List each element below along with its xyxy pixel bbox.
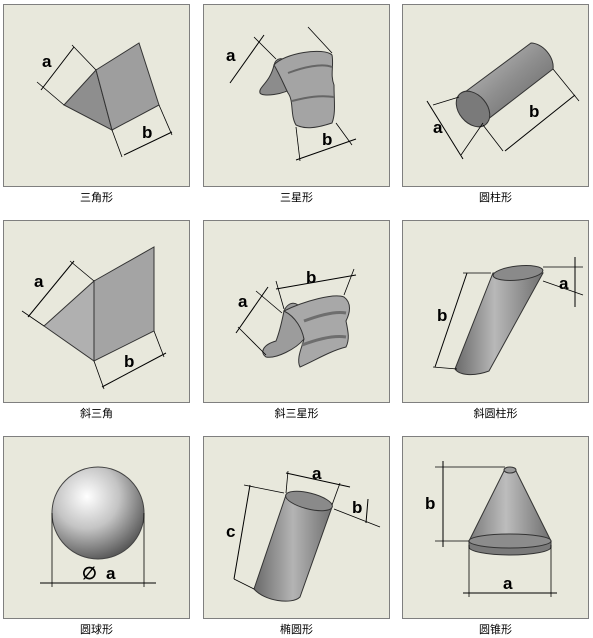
oblique-cylinder-diagram: b a bbox=[432, 257, 584, 376]
caption-sphere: 圆球形 bbox=[80, 623, 113, 636]
caption-oblique-triangle: 斜三角 bbox=[80, 407, 113, 420]
cylinder-diagram: a b bbox=[426, 42, 580, 160]
caption-cone: 圆锥形 bbox=[479, 623, 512, 636]
dim-label-b: b bbox=[124, 352, 134, 371]
triangle-prism-diagram: a b bbox=[36, 42, 173, 158]
caption-triangle: 三角形 bbox=[80, 191, 113, 204]
tile-triangle: a b bbox=[3, 4, 190, 187]
dim-label-a: a bbox=[238, 292, 248, 311]
oblique-tristar-diagram: b a bbox=[235, 268, 357, 368]
caption-oblique-cylinder: 斜圆柱形 bbox=[473, 407, 518, 420]
tile-cone: b a bbox=[402, 436, 589, 619]
tile-tristar: a b bbox=[203, 4, 390, 187]
dim-label-b: b bbox=[142, 123, 152, 142]
dim-label-b: b bbox=[529, 102, 539, 121]
dim-label-a: a bbox=[433, 118, 443, 137]
caption-ellipse: 椭圆形 bbox=[280, 623, 313, 636]
dim-label-b: b bbox=[322, 130, 332, 149]
tile-ellipse: a b c bbox=[203, 436, 390, 619]
oblique-triangle-diagram: a b bbox=[21, 246, 167, 390]
tristar-prism-diagram: a b bbox=[226, 26, 357, 162]
caption-tristar: 三星形 bbox=[280, 191, 313, 204]
caption-oblique-tristar: 斜三星形 bbox=[274, 407, 319, 420]
cone-diagram: b a bbox=[425, 461, 557, 597]
caption-cylinder: 圆柱形 bbox=[479, 191, 512, 204]
dim-label-a: a bbox=[106, 564, 116, 583]
dim-label-b: b bbox=[306, 268, 316, 287]
dim-label-a: a bbox=[312, 464, 322, 483]
dim-label-a: a bbox=[226, 46, 236, 65]
tile-cylinder: a b bbox=[402, 4, 589, 187]
dim-label-a: a bbox=[559, 274, 569, 293]
tile-oblique-triangle: a b bbox=[3, 220, 190, 403]
dim-label-a: a bbox=[34, 272, 44, 291]
dim-label-a: a bbox=[42, 52, 52, 71]
sphere-diagram: ∅ a bbox=[40, 466, 156, 587]
dim-label-b: b bbox=[352, 498, 362, 517]
elliptic-cylinder-diagram: a b c bbox=[226, 464, 381, 602]
tile-oblique-cylinder: b a bbox=[402, 220, 589, 403]
dim-label-phi: ∅ bbox=[82, 564, 97, 583]
tile-oblique-tristar: b a bbox=[203, 220, 390, 403]
dim-label-c: c bbox=[226, 522, 235, 541]
dim-label-b: b bbox=[437, 306, 447, 325]
tile-sphere: ∅ a bbox=[3, 436, 190, 619]
dim-label-a: a bbox=[503, 574, 513, 593]
dim-label-b: b bbox=[425, 494, 435, 513]
